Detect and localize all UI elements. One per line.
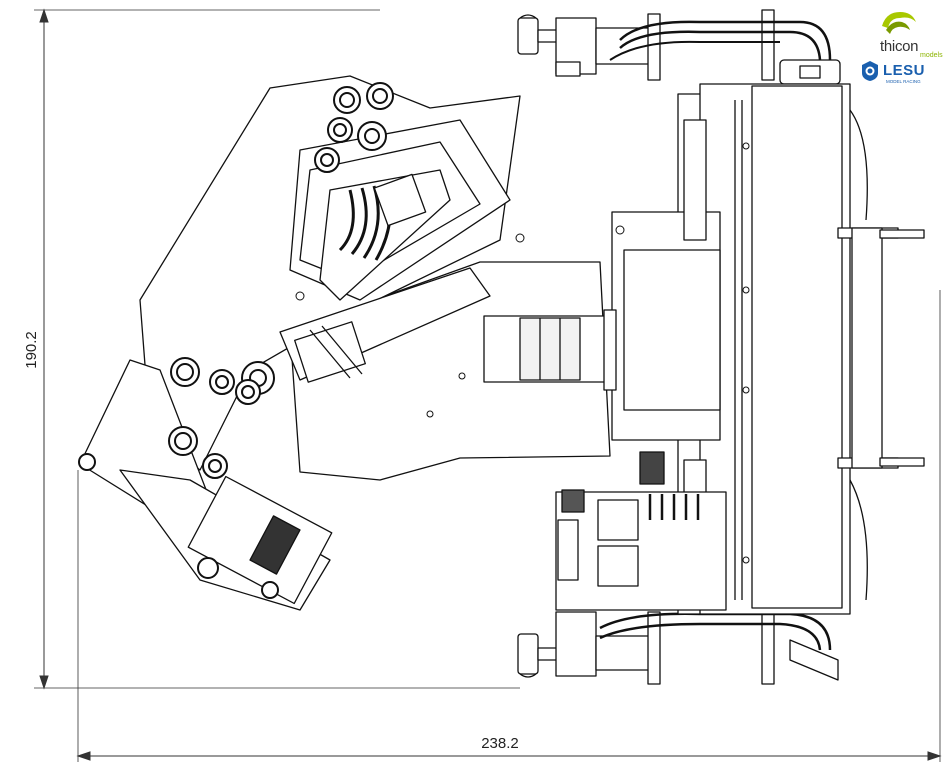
brand-secondary-name: LESU: [883, 62, 926, 79]
brand-primary-sub: models: [920, 52, 943, 59]
top-outrigger: [517, 9, 841, 85]
pivot-pins: [78, 82, 394, 599]
width-dimension: [76, 290, 942, 762]
brand-logos: thicon models LESU MODEL RACING: [858, 8, 943, 86]
base-frame: [611, 83, 925, 615]
brand-primary-name: thicon: [880, 38, 919, 55]
height-dimension: [34, 8, 520, 690]
bolts: [295, 142, 750, 564]
lesu-lion-icon: [862, 61, 878, 81]
crane-drawing: [78, 9, 925, 685]
main-hydraulic-cylinder: [279, 267, 491, 383]
height-dimension-label: 190.2: [23, 331, 40, 369]
secondary-arm: [79, 359, 333, 611]
control-valve-block: [555, 451, 727, 611]
width-dimension-label: 238.2: [481, 735, 519, 752]
thicon-logo-icon: [882, 12, 916, 34]
extension-cylinder: [319, 169, 451, 301]
brand-secondary-sub: MODEL RACING: [886, 79, 921, 84]
bottom-outrigger: [517, 611, 839, 685]
